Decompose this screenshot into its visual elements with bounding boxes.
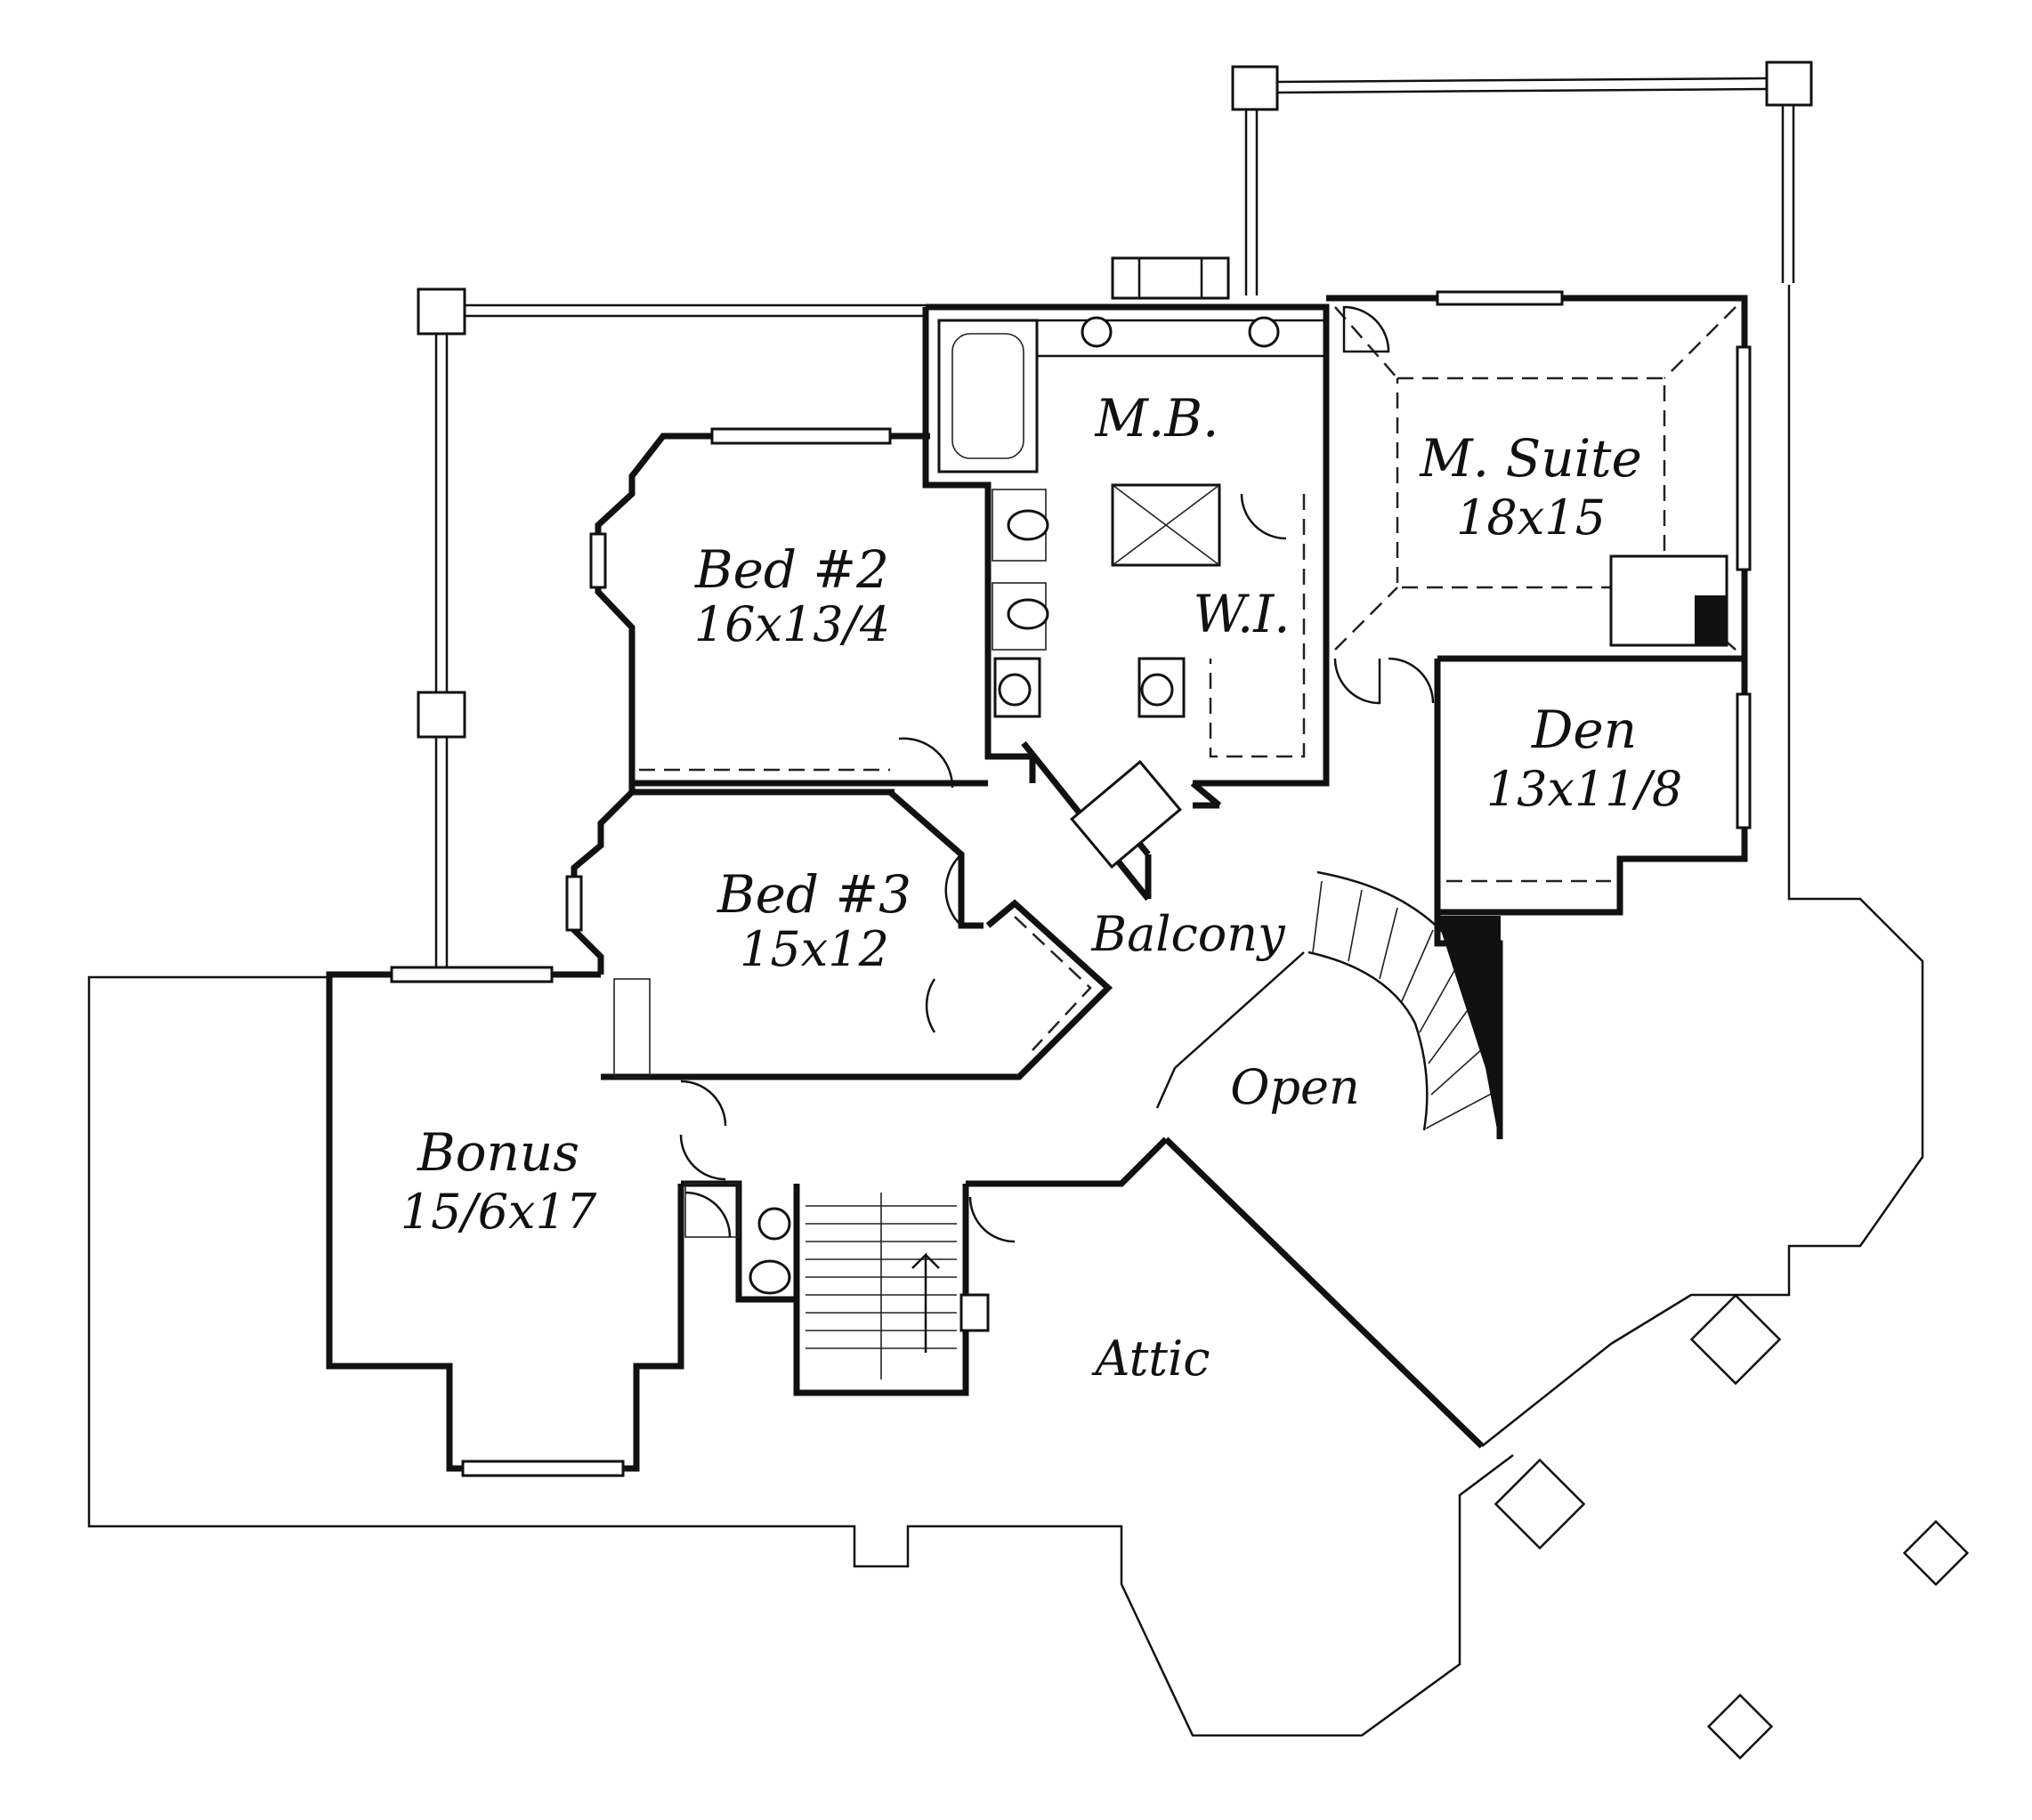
straight-stair <box>806 1193 957 1379</box>
interior-details <box>390 290 1752 1477</box>
roof-outline <box>87 285 1970 1760</box>
bed2-dims: 16x13/4 <box>694 596 890 652</box>
curved-stair <box>1155 870 1502 1140</box>
walk-in-name: W.I. <box>1193 584 1290 644</box>
balcony-label: Balcony <box>1090 906 1286 962</box>
den-dims: 13x11/8 <box>1486 761 1682 817</box>
attic-label: Attic <box>1091 1331 1210 1387</box>
bed3-dims: 15x12 <box>740 921 889 977</box>
bed3-name: Bed #3 <box>716 864 911 925</box>
bonus-name: Bonus <box>417 1122 579 1183</box>
porch-rails <box>417 61 1813 975</box>
bonus-dims: 15/6x17 <box>401 1184 597 1240</box>
master-suite-dims: 18x15 <box>1456 489 1606 546</box>
den-name: Den <box>1531 700 1637 760</box>
room-labels: M.B. M. Suite 18x15 W.I. Bed #2 16x13/4 … <box>401 388 1682 1387</box>
open-label: Open <box>1230 1059 1360 1115</box>
bed2-name: Bed #2 <box>694 539 889 600</box>
master-bath-name: M.B. <box>1095 388 1219 449</box>
master-suite-name: M. Suite <box>1419 428 1642 489</box>
